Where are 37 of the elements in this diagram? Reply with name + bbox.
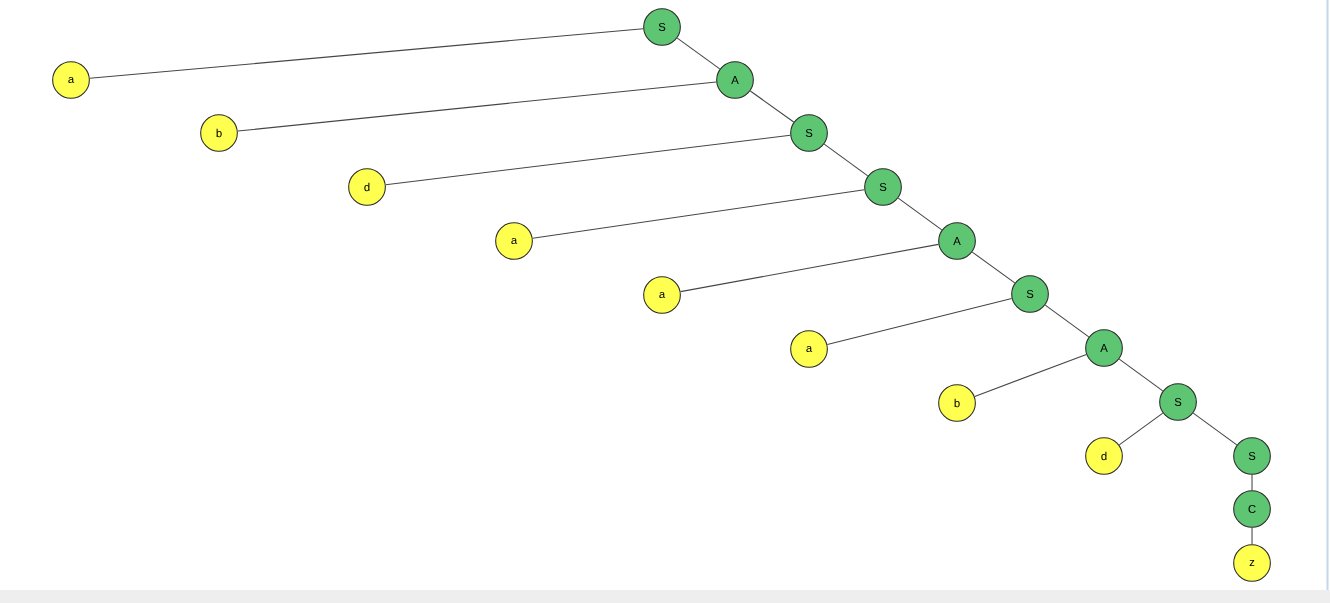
tree-edge: [1118, 412, 1164, 446]
leaf-node: a: [643, 276, 681, 314]
leaf-node: a: [495, 222, 533, 260]
tree-edge: [749, 90, 795, 123]
tree-edge: [1044, 304, 1090, 338]
leaf-node: d: [1085, 437, 1123, 475]
tree-node: A: [716, 61, 754, 99]
leaf-node: a: [52, 61, 90, 99]
leaf-node: b: [200, 114, 238, 152]
tree-node: S: [864, 168, 902, 206]
tree-edge: [1118, 358, 1164, 392]
leaf-node: b: [938, 384, 976, 422]
tree-edge: [680, 243, 939, 293]
tree-edge: [974, 354, 1087, 397]
tree-node: S: [643, 8, 681, 46]
leaf-node: d: [348, 168, 386, 206]
tree-node: S: [1233, 437, 1271, 475]
tree-edge: [385, 134, 791, 186]
tree-edge: [826, 298, 1013, 345]
tree-edge: [1251, 527, 1253, 545]
tree-node: C: [1233, 490, 1271, 528]
tree-edge: [676, 37, 721, 70]
tree-node: S: [790, 114, 828, 152]
tree-node: A: [938, 222, 976, 260]
tree-edge: [532, 189, 865, 239]
tree-node: A: [1085, 329, 1123, 367]
tree-edge: [1251, 474, 1253, 491]
tree-edge: [89, 28, 644, 79]
tree-edge: [1192, 412, 1238, 446]
tree-edge: [823, 143, 869, 177]
tree-edge: [897, 197, 943, 231]
tree-node: S: [1159, 383, 1197, 421]
tree-edge: [237, 81, 717, 132]
leaf-node: a: [790, 330, 828, 368]
leaf-node: z: [1233, 544, 1271, 582]
tree-node: S: [1011, 275, 1049, 313]
tree-edge: [971, 251, 1016, 284]
